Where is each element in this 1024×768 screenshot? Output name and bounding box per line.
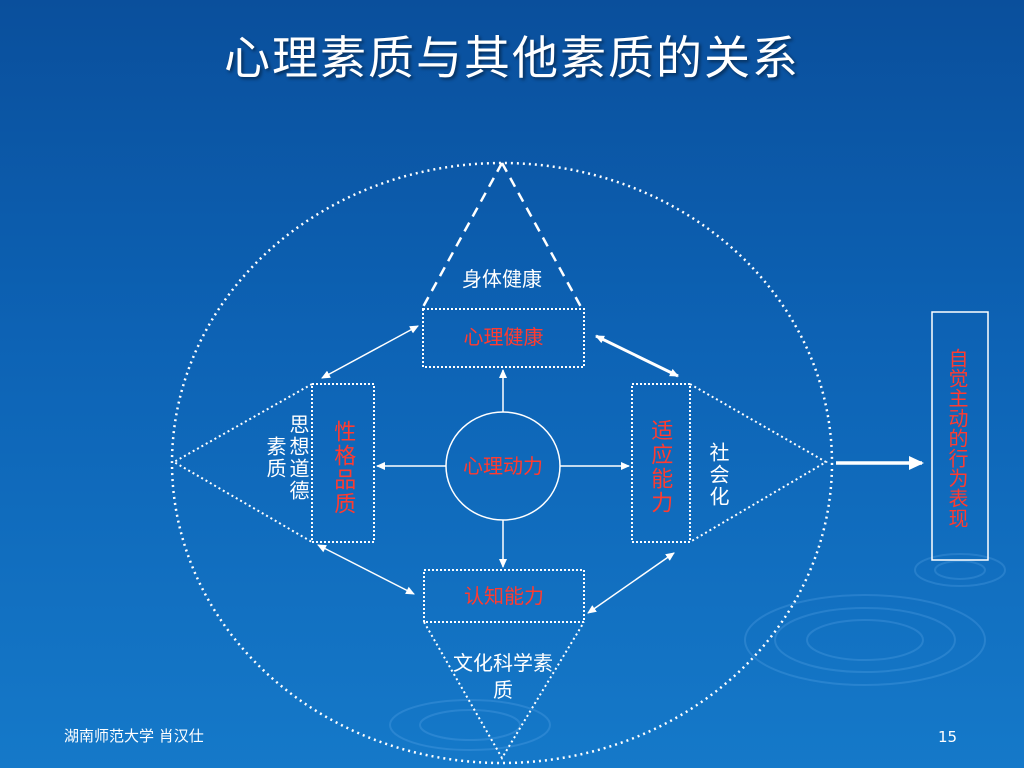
adaptability-label: 适应能力	[647, 419, 673, 515]
psych-drive-label: 心理动力	[463, 454, 543, 478]
mental-health-label: 心理健康	[463, 325, 544, 349]
footer-author: 湖南师范大学 肖汉仕	[64, 727, 204, 745]
outcome-label: 自觉主动的行为表现	[945, 348, 969, 528]
ripple-decoration	[389, 553, 1006, 751]
physical-health-label: 身体健康	[462, 267, 542, 291]
physical-health-triangle	[421, 162, 583, 308]
mental-health-box	[422, 308, 585, 368]
ideology-label: 思想道德素质	[263, 414, 310, 502]
culture-science-label: 文化科学素质	[453, 651, 553, 702]
outer-circle	[170, 161, 834, 765]
arrow-mental-character	[321, 325, 419, 379]
character-box	[311, 383, 375, 543]
page-number: 15	[938, 728, 958, 746]
socialization-triangle	[689, 383, 828, 543]
cognition-box	[423, 569, 585, 623]
arrow-mental-adaptability	[595, 334, 679, 378]
arrow-character-cognition	[317, 544, 415, 595]
culture-science-triangle	[423, 621, 585, 760]
outcome-box	[931, 311, 989, 561]
character-label: 性格品质	[330, 420, 356, 516]
adaptability-box	[631, 383, 691, 543]
socialization-label: 社会化	[706, 442, 730, 508]
cognition-label: 认知能力	[464, 584, 544, 608]
arrow-cognition-adaptability	[587, 552, 675, 614]
slide-title: 心理素质与其他素质的关系	[224, 31, 800, 85]
